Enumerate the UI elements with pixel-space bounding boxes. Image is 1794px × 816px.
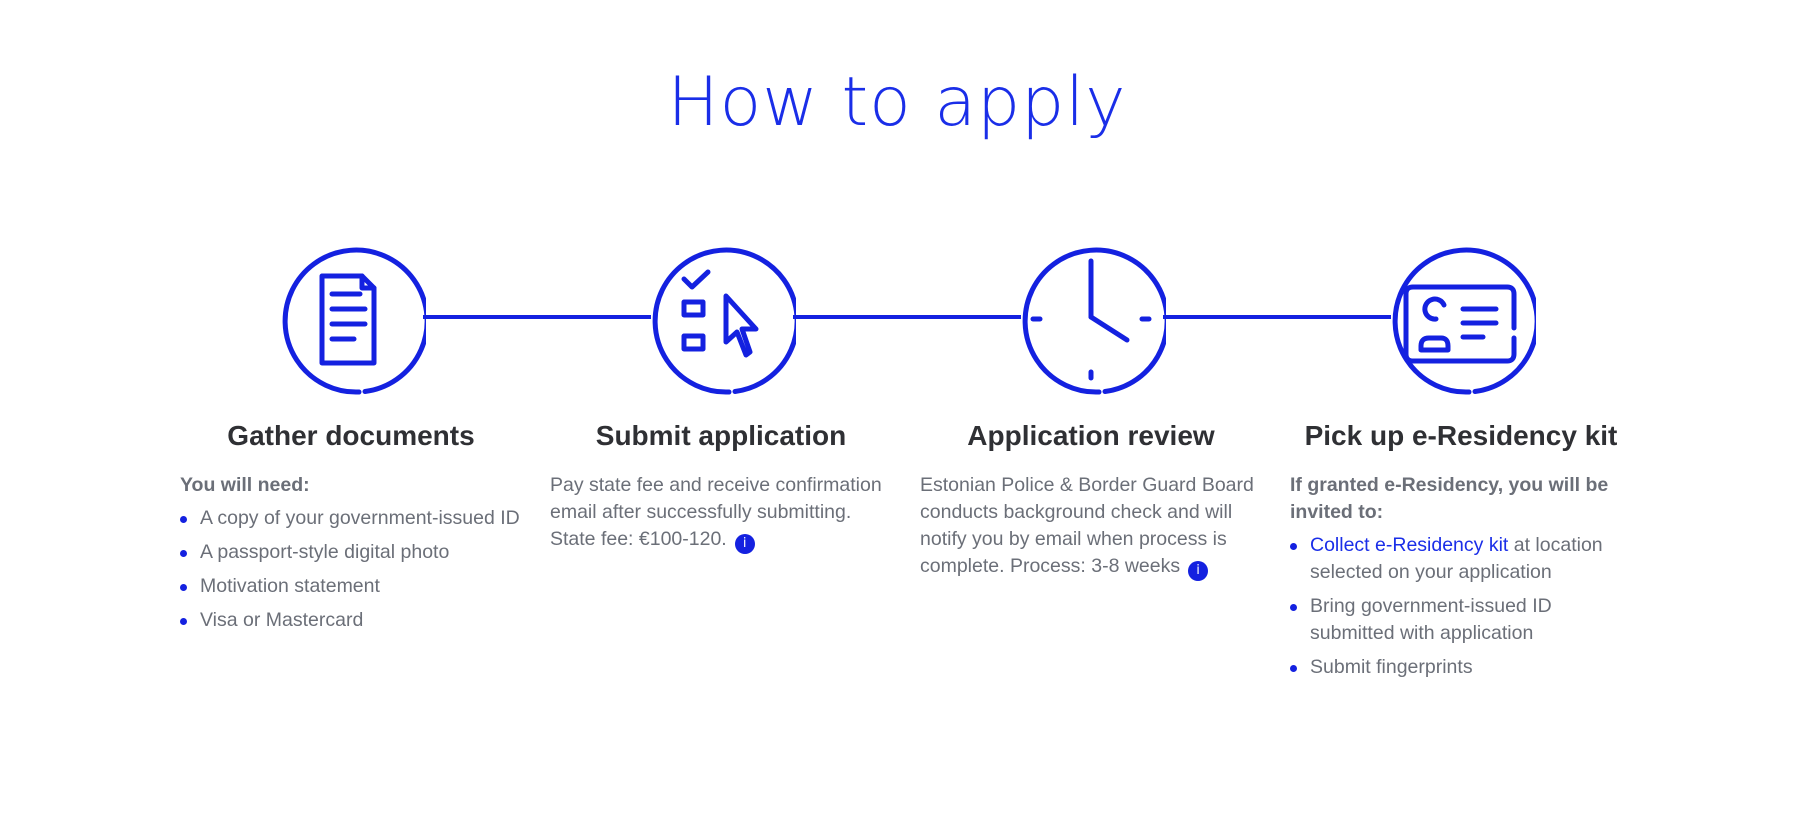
list-item-text: Visa or Mastercard (200, 609, 364, 631)
list-item: A passport-style digital photo (180, 539, 520, 566)
step-title-gather-documents: Gather documents (227, 420, 475, 451)
bullet-icon (180, 550, 187, 557)
step-connector (1163, 315, 1391, 319)
clock-icon (1016, 246, 1166, 396)
list-item-text: Motivation statement (200, 575, 380, 597)
page-title: How to apply (667, 63, 1127, 142)
step-description: Estonian Police & Border Guard Board con… (920, 472, 1260, 581)
bullet-icon (1290, 543, 1297, 550)
step-description: Pay state fee and receive confirmation e… (550, 472, 890, 554)
step-body-submit-application: Pay state fee and receive confirmation e… (550, 472, 890, 554)
list-item: Bring government-issued ID submitted wit… (1290, 593, 1630, 647)
step-title-submit-application: Submit application (595, 420, 847, 451)
list-item: Motivation statement (180, 573, 520, 600)
list-item: Submit fingerprints (1290, 654, 1630, 681)
step-description-text: Pay state fee and receive confirmation e… (550, 474, 882, 550)
step-connector (423, 315, 651, 319)
list-item: A copy of your government-issued ID (180, 505, 520, 532)
step-title-pick-up-kit: Pick up e-Residency kit (1304, 420, 1618, 451)
step-body-gather-documents: You will need: A copy of your government… (180, 472, 520, 641)
checklist-cursor-icon (646, 246, 796, 396)
requirements-lead: You will need: (180, 474, 310, 496)
list-item-text: Bring government-issued ID submitted wit… (1310, 595, 1552, 644)
list-item-text: Submit fingerprints (1310, 656, 1473, 678)
bullet-icon (180, 584, 187, 591)
document-icon (276, 246, 426, 396)
list-item: Collect e-Residency kit at location sele… (1290, 532, 1630, 586)
collect-kit-link[interactable]: Collect e-Residency kit (1310, 534, 1509, 556)
requirements-list: A copy of your government-issued ID A pa… (180, 505, 520, 634)
step-title-application-review: Application review (967, 420, 1215, 451)
list-item-text: at location selected on your application (1310, 534, 1603, 583)
list-item-text: A copy of your government-issued ID (200, 507, 520, 529)
step-body-pick-up-kit: If granted e-Residency, you will be invi… (1290, 472, 1630, 688)
step-body-application-review: Estonian Police & Border Guard Board con… (920, 472, 1260, 581)
kit-steps-list: Collect e-Residency kit at location sele… (1290, 532, 1630, 681)
bullet-icon (1290, 604, 1297, 611)
id-card-icon (1386, 246, 1536, 396)
list-item-text: A passport-style digital photo (200, 541, 450, 563)
kit-lead: If granted e-Residency, you will be invi… (1290, 474, 1609, 523)
info-icon[interactable]: i (1188, 561, 1209, 581)
bullet-icon (180, 516, 187, 523)
bullet-icon (180, 618, 187, 625)
step-description-text: Estonian Police & Border Guard Board con… (920, 474, 1254, 577)
info-icon[interactable]: i (734, 534, 755, 554)
bullet-icon (1290, 665, 1297, 672)
step-connector (793, 315, 1021, 319)
list-item: Visa or Mastercard (180, 607, 520, 634)
